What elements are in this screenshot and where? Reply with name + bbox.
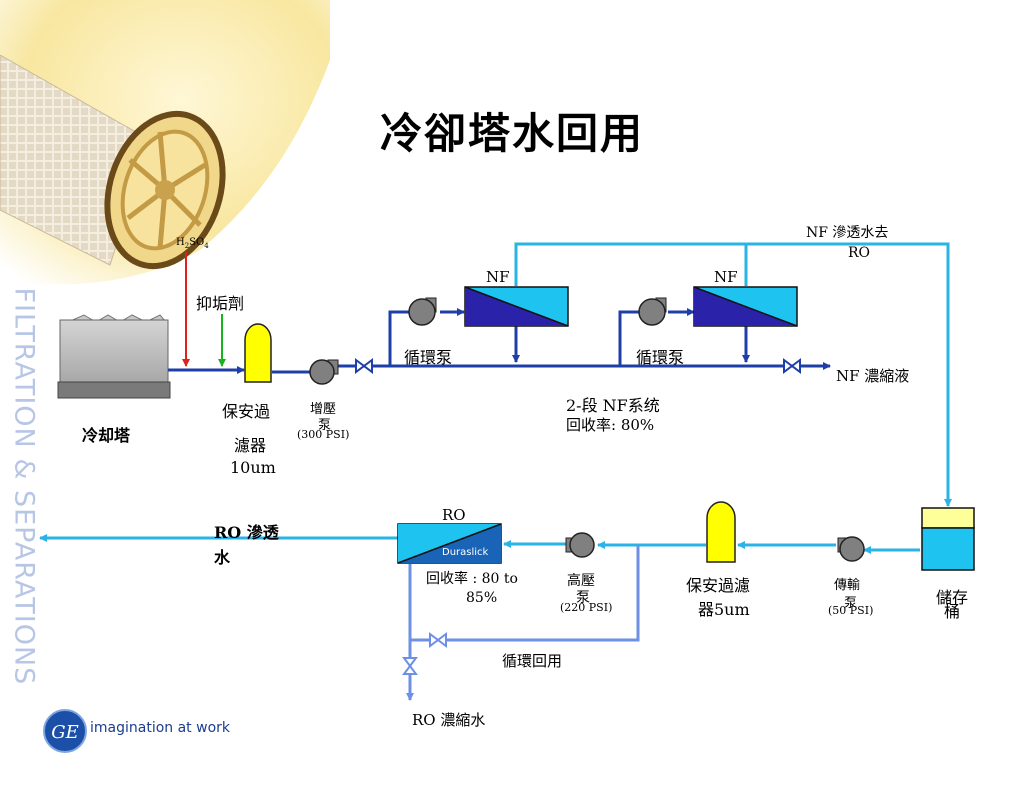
nf-module-2 xyxy=(693,286,798,327)
ge-logo-text: GE xyxy=(51,722,79,743)
ro-feed-line xyxy=(39,534,920,554)
recycle-label: 循環回用 xyxy=(502,652,563,670)
membrane-cartridge-image xyxy=(0,0,330,285)
ge-logo-icon: GE xyxy=(43,709,87,753)
valve-icon xyxy=(355,358,373,374)
safety-filter-5-label-b: 器5um xyxy=(698,600,750,619)
safety-filter-10um-icon xyxy=(244,323,272,383)
nf-concentrate-label: NF 濃縮液 xyxy=(836,367,910,385)
nf-system-label: 2-段 NF系统 xyxy=(566,396,660,415)
nf1-label: NF xyxy=(486,268,510,286)
ro-recovery-label-a: 回收率 : 80 to xyxy=(426,571,518,587)
safety-filter-5um-icon xyxy=(706,501,736,563)
storage-tank-label-a: 儲存 xyxy=(936,588,969,607)
safety-filter-10-label-a: 保安過 xyxy=(222,402,271,421)
ro-recovery-label-b: 85% xyxy=(466,590,498,606)
ro-permeate-label-b: 水 xyxy=(214,548,231,567)
transfer-pump-psi: (50 PSI) xyxy=(828,604,874,617)
ro-concentrate-line xyxy=(406,545,640,701)
feed-line xyxy=(168,308,831,374)
nf2-label: NF xyxy=(714,268,738,286)
safety-filter-10-label-b: 濾器 xyxy=(234,436,267,455)
booster-pump-label-a: 增壓 xyxy=(310,402,337,417)
circulation-pump-2-icon xyxy=(638,297,667,326)
process-flow-diagram xyxy=(39,242,975,701)
high-pressure-pump-label-a: 高壓 xyxy=(567,573,595,589)
circulation-pump-1-icon xyxy=(408,297,437,326)
circulation-pump-1-label: 循環泵 xyxy=(404,348,453,367)
ro-permeate-label-a: RO 滲透 xyxy=(214,523,279,542)
transfer-pump-icon xyxy=(837,536,865,562)
safety-filter-10-label-c: 10um xyxy=(230,458,276,477)
page-title: 冷卻塔水回用 xyxy=(379,109,644,158)
valve-icon xyxy=(429,632,447,648)
nf-permeate-label-a: NF 滲透水去 xyxy=(806,225,889,241)
transfer-pump-label-a: 傳輸 xyxy=(834,578,861,593)
booster-pump-label-b: 泵 xyxy=(318,418,332,433)
ro-label: RO xyxy=(442,506,466,524)
high-pressure-pump-label-b: 泵 xyxy=(576,590,590,606)
storage-tank-label-b: 桶 xyxy=(944,602,961,621)
ro-membrane-label: Duraslick xyxy=(442,547,489,558)
high-pressure-pump-icon xyxy=(565,532,595,558)
cooling-tower-icon xyxy=(57,314,171,399)
slide: FILTRATION & SEPARATIONS 冷卻塔水回用 xyxy=(0,0,975,753)
valve-icon xyxy=(402,657,418,675)
ro-module xyxy=(397,523,502,564)
cooling-tower-label: 冷却塔 xyxy=(82,426,131,445)
high-pressure-pump-psi: (220 PSI) xyxy=(560,601,613,614)
booster-pump-psi: (300 PSI) xyxy=(297,428,350,441)
circulation-pump-2-label: 循環泵 xyxy=(636,348,685,367)
storage-tank-icon xyxy=(921,507,975,571)
nf-module-1 xyxy=(464,286,569,327)
nf-permeate-line xyxy=(514,242,952,507)
nf-permeate-label-b: RO xyxy=(848,245,871,261)
h2so4-label: H2SO4 xyxy=(176,237,209,250)
valve-icon xyxy=(783,358,801,374)
booster-pump-icon xyxy=(309,359,339,385)
transfer-pump-label-b: 泵 xyxy=(844,596,858,611)
brand-tagline: imagination at work xyxy=(90,720,230,736)
antiscalant-label: 抑垢劑 xyxy=(196,294,245,313)
nf-recovery-label: 回收率: 80% xyxy=(566,416,655,434)
ro-concentrate-label: RO 濃縮水 xyxy=(412,711,486,729)
safety-filter-5-label-a: 保安過濾 xyxy=(686,576,751,595)
